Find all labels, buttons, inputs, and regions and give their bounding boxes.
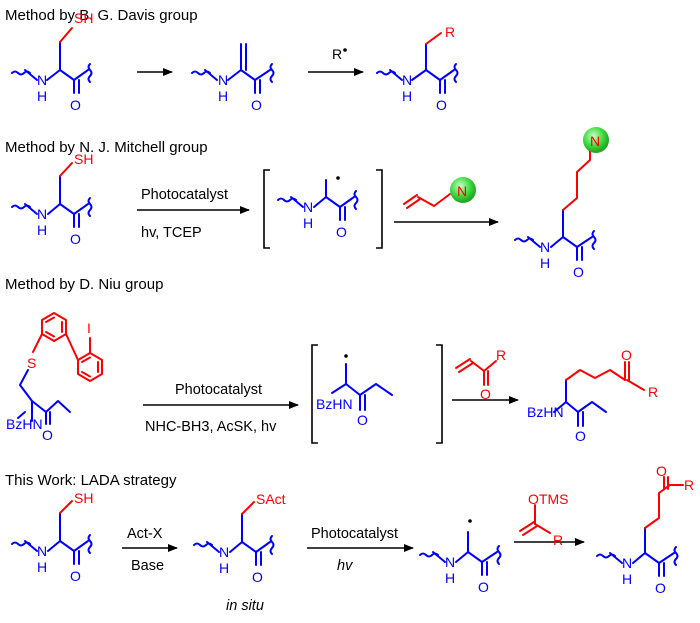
nh-n-label: N bbox=[445, 554, 455, 570]
nh-n-label: N bbox=[219, 544, 229, 560]
radical-intermediate-3: BzHN O bbox=[311, 344, 443, 444]
carbonyl-o-label: O bbox=[656, 463, 667, 479]
carbonyl-o-label: O bbox=[42, 427, 53, 443]
benzamide-label: BzHN bbox=[6, 416, 43, 432]
r-substituent-label: R bbox=[553, 532, 563, 548]
nh-n-label: N bbox=[37, 72, 47, 88]
nh-h-label: H bbox=[37, 559, 47, 575]
nh-h-label: H bbox=[402, 88, 412, 104]
r-substituent-label: R bbox=[496, 347, 506, 363]
arrow-label-conditions: NHC-BH3, AcSK, hv bbox=[145, 419, 277, 435]
radical-intermediate-2: N H O bbox=[263, 169, 383, 249]
section-title-this-work: This Work: LADA strategy bbox=[5, 472, 177, 489]
carbonyl-o-label: O bbox=[252, 569, 263, 585]
cysteine-residue-4: SH N H O bbox=[11, 490, 93, 584]
alkylated-product-2: N N H O bbox=[514, 127, 609, 280]
carbonyl-o-label: O bbox=[621, 347, 632, 363]
arrow-label-base: Base bbox=[131, 558, 164, 574]
nh-h-label: H bbox=[37, 222, 47, 238]
carbonyl-o-label: O bbox=[336, 224, 347, 240]
carbonyl-o-label: O bbox=[480, 386, 491, 402]
cysteine-residue-1: SH N H O bbox=[11, 10, 93, 113]
carbonyl-o-label: O bbox=[573, 264, 584, 280]
silyl-enol-ether-reagent: OTMS R bbox=[519, 491, 568, 548]
arrow-label-photocatalyst: Photocatalyst bbox=[141, 187, 228, 203]
carbonyl-o-label: O bbox=[575, 428, 586, 444]
carbonyl-o-label: O bbox=[70, 568, 81, 584]
nh-h-label: H bbox=[37, 88, 47, 104]
r-substituent-label: R bbox=[445, 24, 455, 40]
carbonyl-o-label: O bbox=[357, 412, 368, 428]
nh-h-label: H bbox=[540, 255, 550, 271]
nh-n-label: N bbox=[540, 239, 550, 255]
radical-dot bbox=[343, 48, 347, 52]
nh-n-label: N bbox=[37, 543, 47, 559]
acrylate-reagent: R O bbox=[455, 347, 506, 402]
radical-reagent-label: R bbox=[332, 46, 342, 62]
alkylated-product-1: R N H O bbox=[376, 24, 459, 113]
nh-h-label: H bbox=[219, 560, 229, 576]
section-title-niu: Method by D. Niu group bbox=[5, 276, 163, 293]
green-node-icon bbox=[450, 177, 476, 203]
nh-n-label: N bbox=[402, 72, 412, 88]
r-substituent-label: R bbox=[648, 384, 658, 400]
section-title-mitchell: Method by N. J. Mitchell group bbox=[5, 139, 208, 156]
carbonyl-o-label: O bbox=[436, 97, 447, 113]
carbonyl-o-label: O bbox=[70, 97, 81, 113]
r-substituent-label: R bbox=[684, 477, 694, 493]
carbonyl-o-label: O bbox=[70, 231, 81, 247]
biaryl-thioether-substrate: I S BzHN O bbox=[6, 312, 103, 443]
nh-h-label: H bbox=[303, 215, 313, 231]
nh-h-label: H bbox=[218, 88, 228, 104]
cysteine-residue-2: SH N H O bbox=[11, 151, 93, 247]
thioether-s-label: S bbox=[27, 355, 36, 371]
nh-n-label: N bbox=[37, 206, 47, 222]
arrow-label-act-x: Act-X bbox=[127, 526, 163, 542]
otms-label: OTMS bbox=[528, 491, 568, 507]
carbonyl-o-label: O bbox=[251, 97, 262, 113]
nh-n-label: N bbox=[622, 555, 632, 571]
amine-node-label: N bbox=[457, 183, 467, 199]
sh-label: SH bbox=[74, 10, 93, 26]
in-situ-note: in situ bbox=[226, 598, 264, 614]
allyl-reagent: N bbox=[403, 177, 476, 209]
arrow-label-hv: hv bbox=[337, 558, 353, 574]
dehydroalanine-residue: N H O bbox=[191, 43, 275, 113]
nh-n-label: N bbox=[303, 199, 313, 215]
sh-label: SH bbox=[74, 151, 93, 167]
carbonyl-o-label: O bbox=[478, 579, 489, 595]
section-title-davis: Method by B. G. Davis group bbox=[5, 7, 198, 24]
amine-node-label: N bbox=[590, 133, 600, 149]
benzamide-label: BzHN bbox=[316, 396, 353, 412]
nh-n-label: N bbox=[218, 72, 228, 88]
nh-h-label: H bbox=[445, 570, 455, 586]
carbonyl-o-label: O bbox=[655, 580, 666, 596]
sh-label: SH bbox=[74, 490, 93, 506]
arrow-label-photocatalyst: Photocatalyst bbox=[175, 382, 262, 398]
green-node-icon bbox=[583, 127, 609, 153]
alkylated-product-3: O R BzHN O bbox=[527, 347, 658, 444]
nh-h-label: H bbox=[622, 571, 632, 587]
sact-label: SAct bbox=[256, 491, 286, 507]
arrow-label-conditions: hv, TCEP bbox=[141, 225, 202, 241]
alkylated-product-4: O R N H O bbox=[596, 463, 694, 596]
benzamide-label: BzHN bbox=[527, 404, 564, 420]
iodine-label: I bbox=[87, 320, 91, 336]
radical-intermediate-4: N H O bbox=[419, 519, 502, 595]
arrow-label-photocatalyst: Photocatalyst bbox=[311, 526, 398, 542]
activated-cysteine: SAct N H O bbox=[193, 491, 286, 585]
